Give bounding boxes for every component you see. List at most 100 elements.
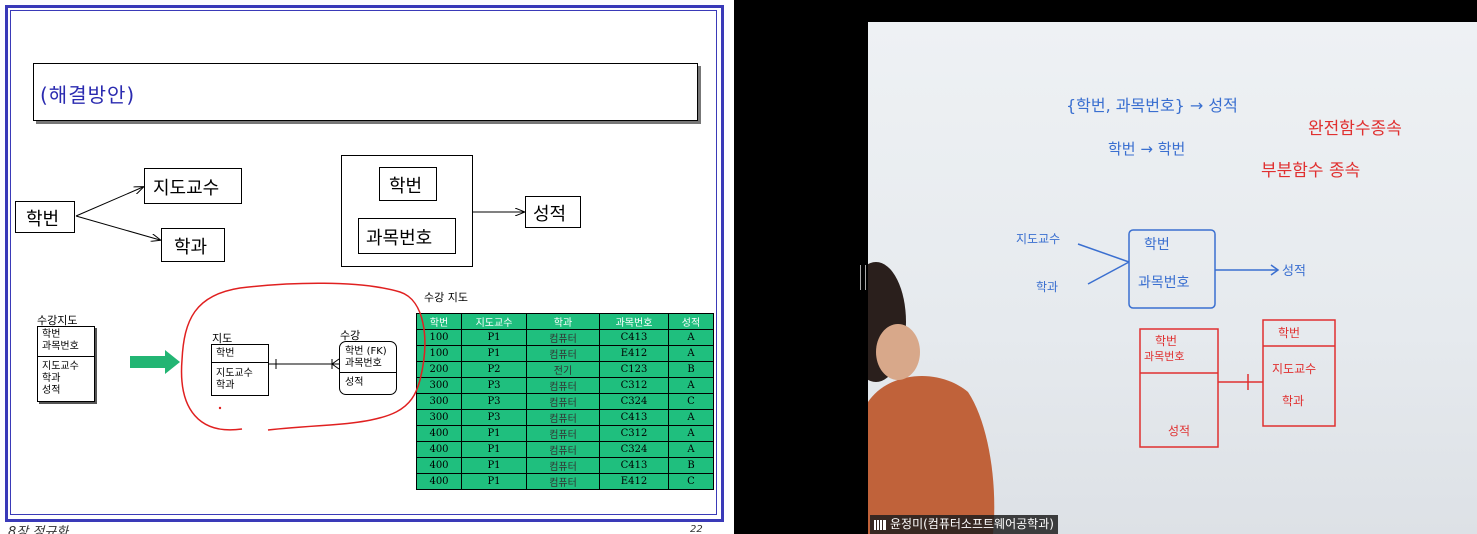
entity-jido-divider [211,362,269,363]
table-header-cell: 지도교수 [461,313,527,330]
fd-target-label: 성적 [533,204,567,225]
title-bar [33,63,698,121]
table-cell: 컴퓨터 [526,425,600,442]
participant-name-tag: 윤정미(컴퓨터소프트웨어공학과) [870,515,1058,534]
before-attr-3: 성적 [42,385,61,396]
table-cell: 컴퓨터 [526,393,600,410]
fd-source-label: 학번 [26,209,60,230]
speaker-video: {학번, 과목번호} → 성적 완전함수종속 학번 → 학번 부분함수 종속 지… [868,22,1477,534]
table-cell: 400 [416,473,462,490]
wb-diag-left2: 학과 [1036,280,1059,294]
red-dot [218,406,222,410]
table-cell: C123 [599,361,669,378]
table-cell: P1 [461,329,527,346]
entity-sugang-attr-1: 성적 [345,377,364,388]
table-cell: A [668,377,714,394]
footer-page: 22 [690,524,703,534]
table-cell: 200 [416,361,462,378]
table-cell: 400 [416,441,462,458]
entity-sugang-box [339,341,397,395]
participant-name: 윤정미(컴퓨터소프트웨어공학과) [890,517,1054,531]
fd-key1-box [379,167,437,201]
fd-key2-label: 과목번호 [366,228,433,249]
table-cell: 컴퓨터 [526,473,600,490]
fd-target-box [525,196,581,228]
fd-target1-box [144,168,242,204]
fd-target2-label: 학과 [174,237,208,258]
before-attr-2: 학과 [42,373,61,384]
wb-red-box1-b: 과목번호 [1144,350,1185,363]
wb-red-box1-c: 성적 [1168,424,1191,438]
table-cell: E412 [599,473,669,490]
wb-red-box2-c: 학과 [1282,394,1305,408]
fd-target1-label: 지도교수 [153,178,220,199]
table-cell: 컴퓨터 [526,409,600,426]
table-cell: P1 [461,345,527,362]
entity-sugang-name: 수강 [340,329,361,342]
wb-diag-box1: 학번 [1144,237,1170,253]
table-title: 수강 지도 [424,291,468,304]
wb-line2-blue: 학번 → 학번 [1108,140,1186,158]
entity-jido-box [211,344,269,396]
table-header-cell: 성적 [668,313,714,330]
table-cell: C324 [599,441,669,458]
table-cell: A [668,409,714,426]
before-entity-divider [37,356,95,357]
signal-bars-icon [874,519,886,530]
pane-splitter-handle[interactable] [860,265,866,290]
table-cell: 300 [416,377,462,394]
before-key-attr-1: 학번 [42,329,61,340]
table-cell: C413 [599,457,669,474]
table-cell: 100 [416,329,462,346]
table-cell: P1 [461,473,527,490]
slide-frame-outer [5,5,724,522]
table-cell: A [668,329,714,346]
table-cell: A [668,441,714,458]
fd-arrow-2 [75,215,160,240]
red-annotation-circle [180,282,426,431]
entity-jido-name: 지도 [212,332,233,345]
table-cell: C [668,473,714,490]
entity-jido-attr-2: 학과 [216,380,235,391]
slide-frame-inner [10,10,717,515]
whiteboard-drawing [1077,229,1336,448]
entity-jido-key: 학번 [216,348,235,359]
table-cell: 컴퓨터 [526,441,600,458]
before-attr-1: 지도교수 [42,361,79,372]
wb-diag-right: 성적 [1282,264,1306,279]
wb-red-box2-a: 학번 [1278,326,1301,340]
fd-target2-box [161,228,225,262]
wb-red-box2-b: 지도교수 [1272,362,1317,376]
footer-chapter: 8장 정규화 [8,525,69,534]
wb-line2-red: 부분함수 종속 [1261,161,1361,181]
wb-diag-box2: 과목번호 [1138,275,1190,291]
entity-jido-attr-1: 지도교수 [216,368,253,379]
presenter [868,262,995,534]
table-cell: 컴퓨터 [526,377,600,394]
before-key-attr-2: 과목번호 [42,341,79,352]
table-cell: P1 [461,441,527,458]
fd-key1-label: 학번 [389,176,423,197]
table-cell: P2 [461,361,527,378]
wb-red-box1-a: 학번 [1155,334,1178,348]
table-header-cell: 학과 [526,313,600,330]
fd-source-box [15,201,75,233]
before-entity-name: 수강지도 [37,314,78,327]
fd-key2-box [358,218,456,254]
table-cell: B [668,361,714,378]
table-cell: 400 [416,457,462,474]
entity-sugang-key-1: 학번 (FK) [345,346,387,357]
fd-arrow-1 [75,187,143,217]
wb-line1-red: 완전함수종속 [1308,119,1402,139]
shared-slide: (해결방안) 학번 지도교수 학과 학번 과목번호 성적 수강지도 학번 과목번… [0,0,734,534]
table-cell: 100 [416,345,462,362]
table-cell: P3 [461,393,527,410]
entity-sugang-key-2: 과목번호 [345,358,382,369]
